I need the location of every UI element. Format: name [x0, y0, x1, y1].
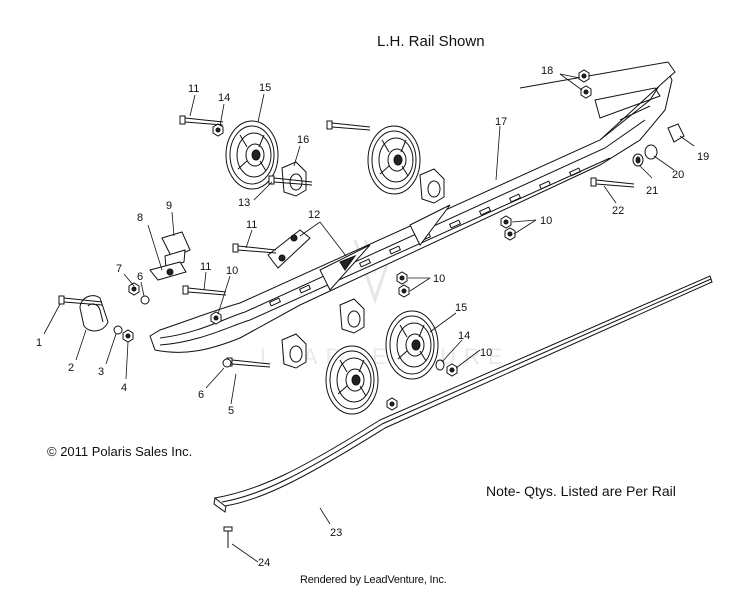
callout-13: 13 — [238, 197, 250, 209]
nut-10-c — [396, 271, 408, 285]
callout-19: 19 — [697, 151, 709, 163]
pivot-lower-2 — [281, 333, 307, 369]
washer-6-lower — [222, 358, 232, 368]
screw-18-a — [578, 69, 590, 83]
quantity-note: Note- Qtys. Listed are Per Rail — [486, 483, 676, 499]
nut-10-b — [504, 227, 516, 241]
callout-14: 14 — [218, 92, 230, 104]
washer-14-lower — [435, 359, 445, 371]
bracket-9 — [161, 231, 191, 269]
callout-14-b: 14 — [458, 330, 470, 342]
callout-4: 4 — [121, 382, 127, 394]
idler-wheel-15-lower-right — [385, 310, 439, 380]
nut-10-e — [446, 363, 458, 377]
callout-2: 2 — [68, 362, 74, 374]
spacer-20 — [644, 144, 658, 160]
bracket-8 — [149, 261, 187, 281]
idler-wheel-lower-left — [325, 345, 379, 415]
callout-16: 16 — [297, 134, 309, 146]
nut-7 — [128, 282, 140, 296]
nut-10-f — [210, 311, 222, 325]
callout-6-a: 6 — [137, 271, 143, 283]
callout-23: 23 — [330, 527, 342, 539]
callout-15-b: 15 — [455, 302, 467, 314]
callout-11-mid: 11 — [246, 219, 257, 231]
copyright-text: © 2011 Polaris Sales Inc. — [47, 444, 193, 459]
callout-6-b: 6 — [198, 389, 204, 401]
callout-17: 17 — [495, 116, 507, 128]
callout-24: 24 — [258, 557, 270, 569]
nut-4 — [122, 329, 134, 343]
callout-22: 22 — [612, 205, 624, 217]
callout-11-low: 11 — [200, 261, 211, 273]
callout-labels: 11 14 15 16 13 17 18 19 20 21 22 10 10 1… — [36, 65, 709, 569]
screw-24 — [223, 526, 233, 548]
bolt-22 — [590, 177, 635, 188]
washer-3 — [113, 325, 123, 335]
bolt-11-mid — [232, 243, 277, 254]
callout-10-b: 10 — [433, 273, 445, 285]
washer-6-upper — [140, 295, 150, 305]
leader-lines — [43, 73, 695, 563]
callout-5: 5 — [228, 405, 234, 417]
washer-14-upper — [212, 123, 224, 137]
callout-12: 12 — [308, 209, 320, 221]
diagram-title: L.H. Rail Shown — [377, 33, 485, 50]
callout-21: 21 — [646, 185, 658, 197]
idler-wheel-upper-right — [367, 125, 421, 195]
washer-21-hole — [635, 156, 641, 164]
callout-9: 9 — [166, 200, 172, 212]
callout-3: 3 — [98, 366, 104, 378]
pivot-lower-1 — [339, 298, 365, 334]
rendered-by-text: Rendered by LeadVenture, Inc. — [300, 574, 447, 586]
callout-8: 8 — [137, 212, 143, 224]
callout-18: 18 — [541, 65, 553, 77]
callout-10-d: 10 — [480, 347, 492, 359]
link-12 — [267, 229, 311, 269]
rail-assembly — [149, 61, 676, 353]
nut-10-d — [398, 284, 410, 298]
pivot-16b — [419, 168, 445, 204]
callout-15: 15 — [259, 82, 271, 94]
callout-7: 7 — [116, 263, 122, 275]
callout-10-a: 10 — [540, 215, 552, 227]
end-cap-19 — [667, 123, 685, 143]
screw-18-b — [580, 85, 592, 99]
callout-10-c: 10 — [226, 265, 238, 277]
slide-part — [213, 275, 713, 513]
callout-1: 1 — [36, 337, 42, 349]
bolt-upper-mid — [326, 120, 371, 131]
callout-20: 20 — [672, 169, 684, 181]
bolt-11-upper — [179, 115, 224, 126]
callout-11: 11 — [188, 83, 199, 95]
nut-lower — [386, 397, 398, 411]
nut-10-a — [500, 215, 512, 229]
pivot-16 — [281, 161, 307, 197]
